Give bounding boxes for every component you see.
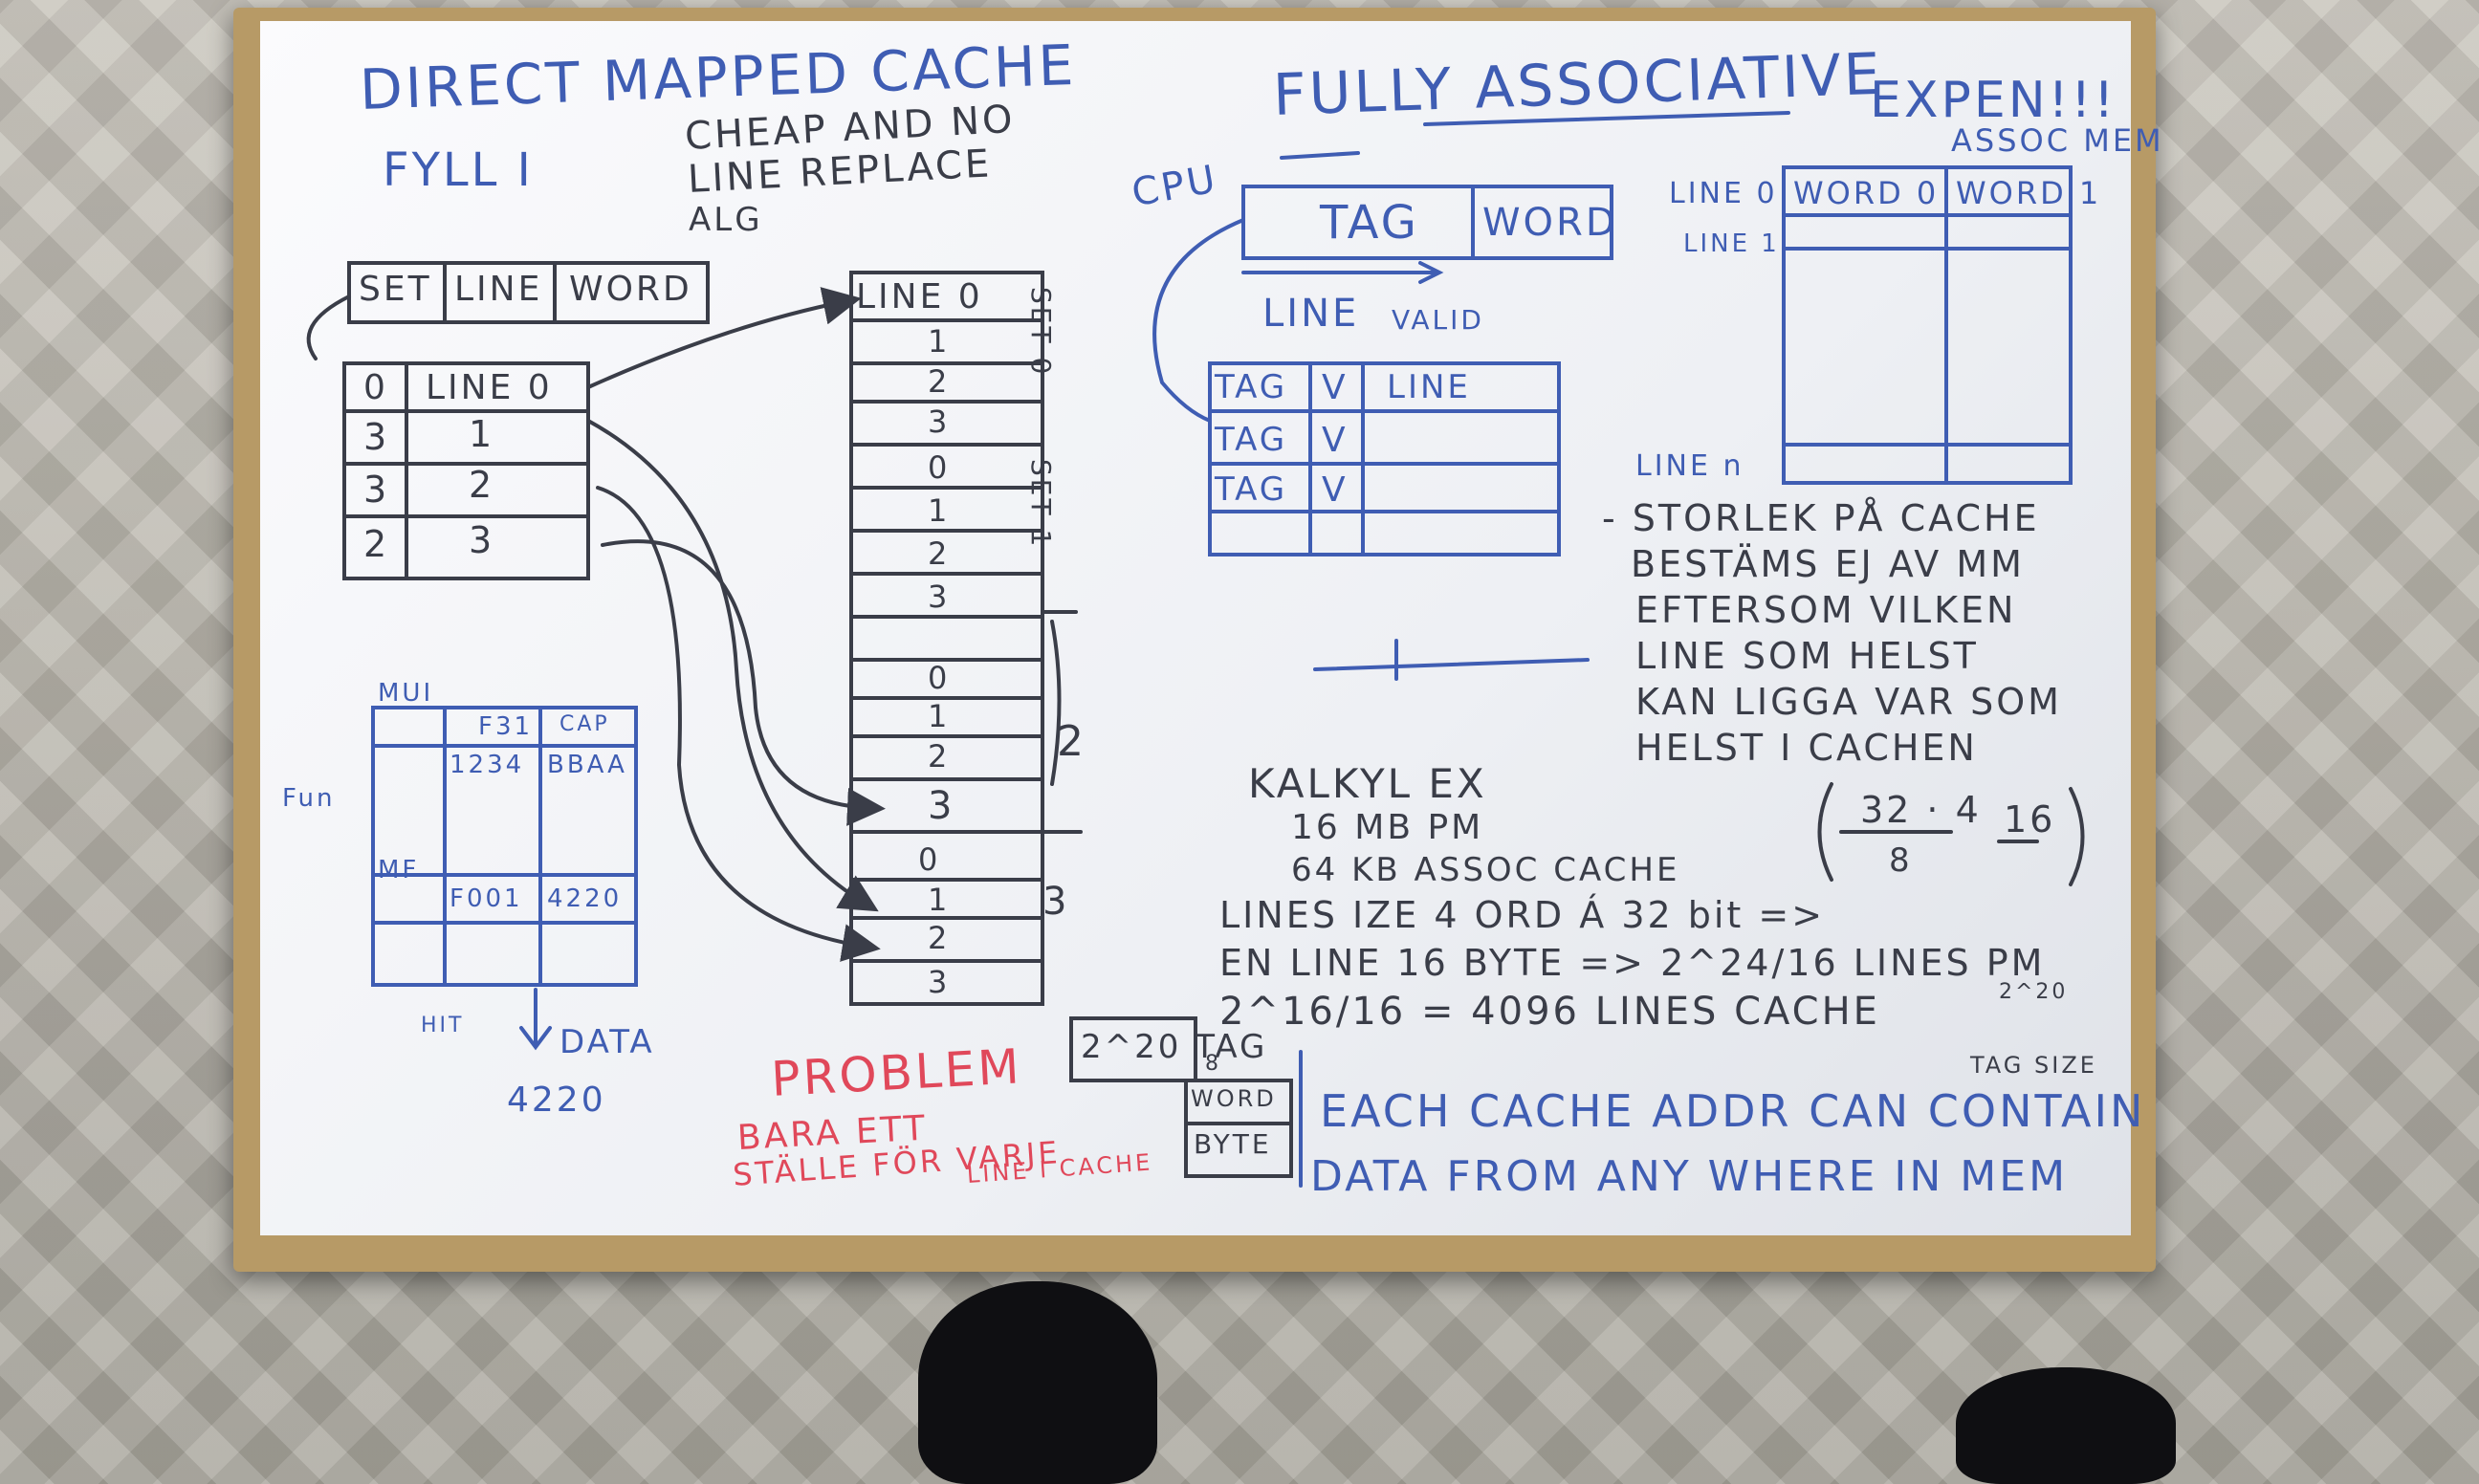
direct-mapped-subtitle: FYLL I — [383, 143, 534, 197]
direct-row-1-set: 3 — [363, 416, 390, 458]
mem-line-2: 2 — [928, 363, 951, 400]
expensive-label: EXPEN!!! — [1870, 72, 2117, 129]
assoc-mem-word-1: WORD 1 — [1956, 175, 2102, 211]
right-shoe — [1956, 1367, 2176, 1484]
memory-row-dividers — [849, 318, 1044, 963]
direct-note-3: ALG — [689, 201, 763, 239]
direct-table — [342, 361, 590, 580]
small-table-r1c2: BBAA — [547, 751, 627, 779]
brace-label-2: 2 — [1057, 717, 1086, 766]
notes-line-5: KAN LIGGA VAR SOM — [1635, 681, 2062, 723]
direct-row-2-set: 3 — [363, 469, 390, 511]
small-table — [371, 706, 638, 987]
memory-stack — [849, 271, 1044, 1006]
address-field-word: WORD — [569, 270, 692, 309]
assoc-field-word: WORD — [1482, 201, 1618, 245]
calc-title: KALKYL EX — [1248, 760, 1487, 807]
mem-line-10: 2 — [928, 738, 951, 775]
small-table-data-label: DATA — [559, 1023, 655, 1061]
assoc-row-2-valid: V — [1322, 421, 1349, 460]
line-label: LINE — [1262, 292, 1360, 336]
calc-line-5: 2^16/16 = 4096 LINES CACHE — [1219, 990, 1880, 1034]
bottom-box-word: WORD — [1191, 1085, 1277, 1112]
mem-line-6: 2 — [928, 535, 951, 572]
left-shoe — [918, 1281, 1157, 1484]
assoc-row-1-line: LINE — [1387, 368, 1471, 406]
bottom-box-tag: 2^20 TAG — [1081, 1028, 1268, 1066]
byte-box — [1184, 1122, 1293, 1178]
assoc-mem-word-0: WORD 0 — [1793, 175, 1940, 211]
calc-line-4: EN LINE 16 BYTE => 2^24/16 LINES PM — [1219, 942, 2046, 984]
calc-frac-top: 32 · 4 — [1860, 789, 1982, 831]
direct-table-head-set: 0 — [363, 368, 388, 407]
assoc-memory — [1782, 165, 2073, 485]
mem-line-12: 0 — [918, 841, 941, 878]
direct-row-3-set: 2 — [363, 523, 390, 565]
direct-table-head-line: LINE 0 — [426, 368, 553, 407]
assoc-mem-line-n: LINE n — [1635, 449, 1744, 483]
mem-line-13: 1 — [928, 882, 951, 918]
notes-line-1: - STORLEK PÅ CACHE — [1602, 497, 2040, 539]
small-table-r2c2: 4220 — [547, 884, 623, 913]
bottom-box-byte: BYTE — [1194, 1128, 1272, 1160]
small-table-head-1: F31 — [478, 712, 534, 741]
assoc-row-2-tag: TAG — [1215, 421, 1288, 459]
mem-line-4: 0 — [928, 449, 951, 486]
mem-line-5: 1 — [928, 492, 951, 529]
direct-row-2-line: 2 — [469, 464, 495, 506]
calc-line-3: LINES IZE 4 ORD Á 32 bit => — [1219, 894, 1826, 936]
mem-line-14: 2 — [928, 920, 951, 956]
small-table-bottom-left: HIT — [421, 1014, 465, 1037]
assoc-table — [1208, 361, 1561, 556]
small-table-label-left: Fun — [282, 784, 336, 813]
notes-line-3: EFTERSOM VILKEN — [1635, 589, 2017, 631]
calc-frac-result: 16 — [2004, 798, 2056, 840]
valid-label: VALID — [1392, 304, 1484, 336]
assoc-mem-line-0: LINE 0 — [1669, 177, 1778, 210]
small-table-data-value: 4220 — [507, 1080, 606, 1120]
tag-box — [1069, 1016, 1197, 1082]
mem-line-9: 1 — [928, 698, 951, 734]
mem-line-15: 3 — [928, 964, 951, 1000]
bottom-text-line-1: EACH CACHE ADDR CAN CONTAIN — [1320, 1085, 2146, 1137]
address-field-line: LINE — [454, 270, 543, 309]
address-field-set: SET — [359, 270, 432, 309]
small-table-label-mid: MF — [378, 856, 420, 884]
assoc-row-1-tag: TAG — [1215, 368, 1288, 406]
mem-line-8: 0 — [928, 660, 951, 696]
mem-line-11: 3 — [928, 784, 955, 828]
mem-line-7: 3 — [928, 578, 951, 615]
calc-tag-size: TAG SIZE — [1970, 1052, 2097, 1079]
assoc-mem-label: ASSOC MEM — [1951, 122, 2164, 159]
bottom-box-subscript: 8 — [1205, 1052, 1221, 1076]
calc-pow-20: 2^20 — [1999, 980, 2069, 1004]
assoc-row-3-valid: V — [1322, 470, 1349, 510]
assoc-field-tag: TAG — [1320, 196, 1419, 250]
assoc-row-3-tag: TAG — [1215, 470, 1288, 509]
mem-line-1: 1 — [928, 323, 951, 360]
small-table-label-top: MUI — [378, 679, 434, 708]
small-table-head-2: CAP — [559, 712, 610, 736]
small-table-r1c1: 1234 — [450, 751, 525, 779]
small-table-r2c1: F001 — [450, 884, 523, 913]
brace-label-3: 3 — [1042, 880, 1070, 924]
calc-frac-bottom: 8 — [1889, 841, 1913, 880]
mem-line-0: LINE 0 — [856, 277, 983, 316]
address-box-assoc — [1241, 185, 1613, 260]
direct-row-3-line: 3 — [469, 519, 495, 561]
notes-line-4: LINE SOM HELST — [1635, 635, 1979, 677]
calc-line-2: 64 KB ASSOC CACHE — [1291, 851, 1680, 889]
calc-line-1: 16 MB PM — [1291, 808, 1484, 847]
assoc-row-1-valid: V — [1322, 368, 1349, 407]
brace-label-set-0: SET 0 — [1025, 287, 1057, 378]
assoc-mem-line-1: LINE 1 — [1683, 229, 1780, 258]
address-box-direct — [347, 261, 710, 324]
mem-line-3: 3 — [928, 404, 951, 440]
bottom-text-line-2: DATA FROM ANY WHERE IN MEM — [1310, 1152, 2069, 1201]
brace-label-set-1: SET 1 — [1025, 459, 1057, 550]
notes-line-6: HELST I CACHEN — [1635, 727, 1978, 769]
direct-row-1-line: 1 — [469, 413, 495, 455]
notes-line-2: BESTÄMS EJ AV MM — [1631, 543, 2025, 585]
